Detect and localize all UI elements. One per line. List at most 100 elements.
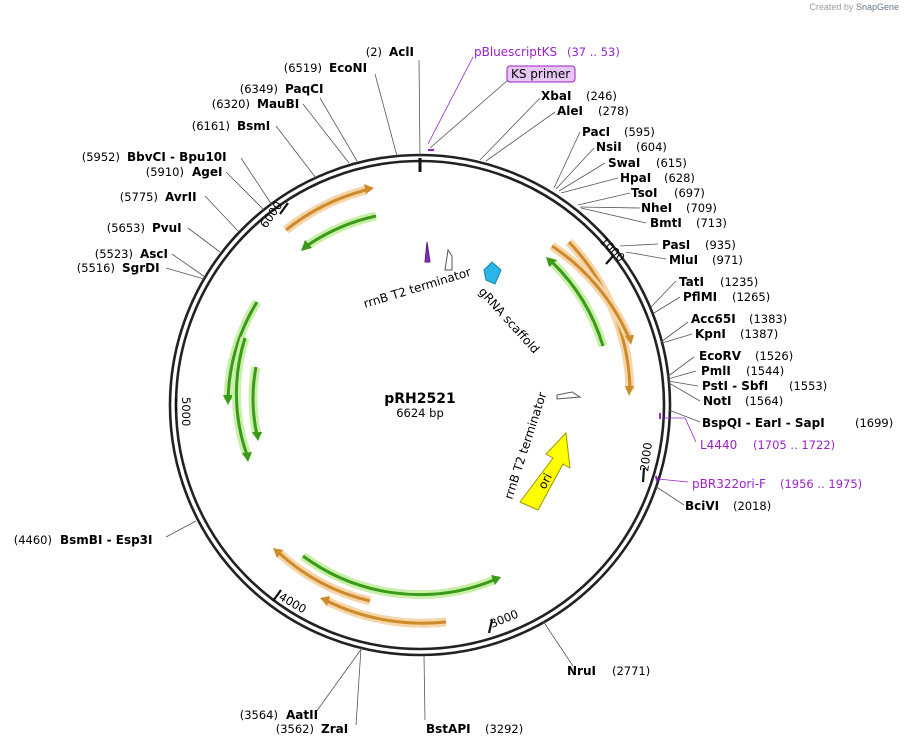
orf-bottom-orange-2 <box>326 599 447 625</box>
plasmid-length: 6624 bp <box>396 406 444 420</box>
leader-lines <box>165 59 701 726</box>
primer-pbluescriptks-range: (37 .. 53) <box>567 45 620 59</box>
enzyme-nrui-name: NruI <box>567 664 596 678</box>
feature-arcs <box>223 184 635 628</box>
enzyme-bstapi-name: BstAPI <box>426 722 471 736</box>
enzyme-labels-left: (2) AclI (6519) EcoNI (6349) PaqCI (6320… <box>14 45 414 736</box>
orf-bottom-green <box>302 554 495 597</box>
primer-markers <box>427 56 697 483</box>
tick-1000 <box>605 255 614 265</box>
enzyme-maubi-name: MauBI <box>257 97 299 111</box>
orf-right-orange-inner-arrowhead <box>625 335 634 345</box>
enzyme-nsii-pos: (604) <box>636 140 667 154</box>
snapgene-brand: SnapGene <box>855 2 899 12</box>
orf-top-orange-arrowhead <box>364 184 374 194</box>
enzyme-sgrdi-name: SgrDI <box>122 261 160 275</box>
orf-bottom-green-arrowhead <box>491 575 501 585</box>
enzyme-econi-name: EcoNI <box>329 61 367 75</box>
ks-primer-leader <box>429 79 509 149</box>
enzyme-alei-pos: (278) <box>598 104 629 118</box>
enzyme-paqci-name: PaqCI <box>285 82 323 96</box>
enzyme-alei-name: AleI <box>557 104 583 118</box>
enzyme-pmli-name: PmlI <box>701 364 731 378</box>
enzyme-paci-pos: (595) <box>624 125 655 139</box>
enzyme-noti-name: NotI <box>703 394 732 408</box>
enzyme-pflmi-pos: (1265) <box>732 290 770 304</box>
tick-6000 <box>279 202 289 215</box>
enzyme-mlui-pos: (971) <box>712 253 743 267</box>
enzyme-nhei-pos: (709) <box>686 201 717 215</box>
enzyme-econi-pos: (6519) <box>284 61 322 75</box>
orf-left-green-3 <box>251 366 259 436</box>
tick-4000 <box>272 589 282 602</box>
enzyme-aatii-pos: (3564) <box>240 708 278 722</box>
enzyme-xbai-pos: (246) <box>586 89 617 103</box>
primer-l4440-range: (1705 .. 1722) <box>753 438 835 452</box>
enzyme-sgrdi-pos: (5516) <box>77 261 115 275</box>
primer-ks-primer-name: KS primer <box>511 67 570 81</box>
tick-label-5000: 5000 <box>179 397 193 426</box>
enzyme-xbai-name: XbaI <box>541 89 571 103</box>
primer-l4440-name: L4440 <box>700 438 737 452</box>
enzyme-pasi-name: PasI <box>662 238 690 252</box>
orf-top-green-arrowhead <box>301 240 312 251</box>
rrnb-terminator-1-shape <box>444 248 453 271</box>
enzyme-psti-sbfi-name: PstI - SbfI <box>702 379 768 393</box>
enzyme-hpai-pos: (628) <box>664 171 695 185</box>
enzyme-kpni-name: KpnI <box>695 327 726 341</box>
grna-scaffold-shape <box>483 261 502 285</box>
enzyme-noti-pos: (1564) <box>745 394 783 408</box>
enzyme-bspqi-eari-sapi-name: BspQI - EarI - SapI <box>702 416 825 430</box>
enzyme-paci-name: PacI <box>582 125 610 139</box>
enzyme-asci-name: AscI <box>140 247 168 261</box>
enzyme-nsii-name: NsiI <box>596 140 622 154</box>
enzyme-swai-name: SwaI <box>608 156 640 170</box>
orf-left-green-3-arrowhead <box>252 432 262 441</box>
enzyme-zrai-pos: (3562) <box>276 722 314 736</box>
enzyme-agei-pos: (5910) <box>146 165 184 179</box>
enzyme-bcivi-name: BciVI <box>685 499 719 513</box>
enzyme-asci-pos: (5523) <box>95 247 133 261</box>
grna-scaffold-label: gRNA scaffold <box>476 285 542 357</box>
orf-bottom-orange-2-arrowhead <box>320 596 330 606</box>
enzyme-nhei-name: NheI <box>641 201 672 215</box>
rrnb-terminator-1-label: rrnB T2 terminator <box>362 265 473 311</box>
enzyme-avrii-name: AvrII <box>165 190 197 204</box>
enzyme-acli-name: AclI <box>389 45 414 59</box>
ks-primer-badge <box>506 65 576 83</box>
enzyme-ecorv-name: EcoRV <box>699 349 742 363</box>
orf-top-orange <box>285 188 367 232</box>
l4440-leader <box>662 417 697 443</box>
feature-purple-marker <box>424 241 431 263</box>
tick-label-2000: 2000 <box>637 441 655 472</box>
enzyme-bsmbi-esp3i-pos: (4460) <box>14 533 52 547</box>
pbr322ori-f-arrow <box>655 475 658 482</box>
orf-bottom-orange-1 <box>276 550 371 603</box>
enzyme-pasi-pos: (935) <box>705 238 736 252</box>
orf-top-green <box>307 214 377 247</box>
enzyme-bsmi-pos: (6161) <box>192 119 230 133</box>
enzyme-bsmbi-esp3i-name: BsmBI - Esp3I <box>60 533 152 547</box>
tick-marks <box>174 202 646 634</box>
enzyme-maubi-pos: (6320) <box>212 97 250 111</box>
rrnb-terminator-2-shape <box>556 391 582 400</box>
credit-prefix: Created by <box>809 2 854 12</box>
enzyme-acc65i-pos: (1383) <box>749 312 787 326</box>
pbluescriptks-leader <box>427 56 474 145</box>
enzyme-tsoi-pos: (697) <box>674 186 705 200</box>
enzyme-kpni-pos: (1387) <box>740 327 778 341</box>
enzyme-bspqi-eari-sapi-pos: (1699) <box>855 416 893 430</box>
enzyme-bbvci-bpu10i-pos: (5952) <box>82 150 120 164</box>
enzyme-pvui-pos: (5653) <box>107 221 145 235</box>
orf-left-green-2 <box>234 337 249 456</box>
enzyme-swai-pos: (615) <box>656 156 687 170</box>
enzyme-acli-pos: (2) <box>366 45 382 59</box>
orf-left-green-2-arrowhead <box>242 452 252 462</box>
enzyme-pmli-pos: (1544) <box>746 364 784 378</box>
tick-label-3000: 3000 <box>488 607 520 631</box>
enzyme-paqci-pos: (6349) <box>240 82 278 96</box>
pbr322ori-f-leader <box>657 478 689 483</box>
orf-right-orange-outer-arrowhead <box>625 386 634 396</box>
enzyme-labels-right: XbaI (246) AleI (278) PacI (595) NsiI (6… <box>426 89 893 736</box>
